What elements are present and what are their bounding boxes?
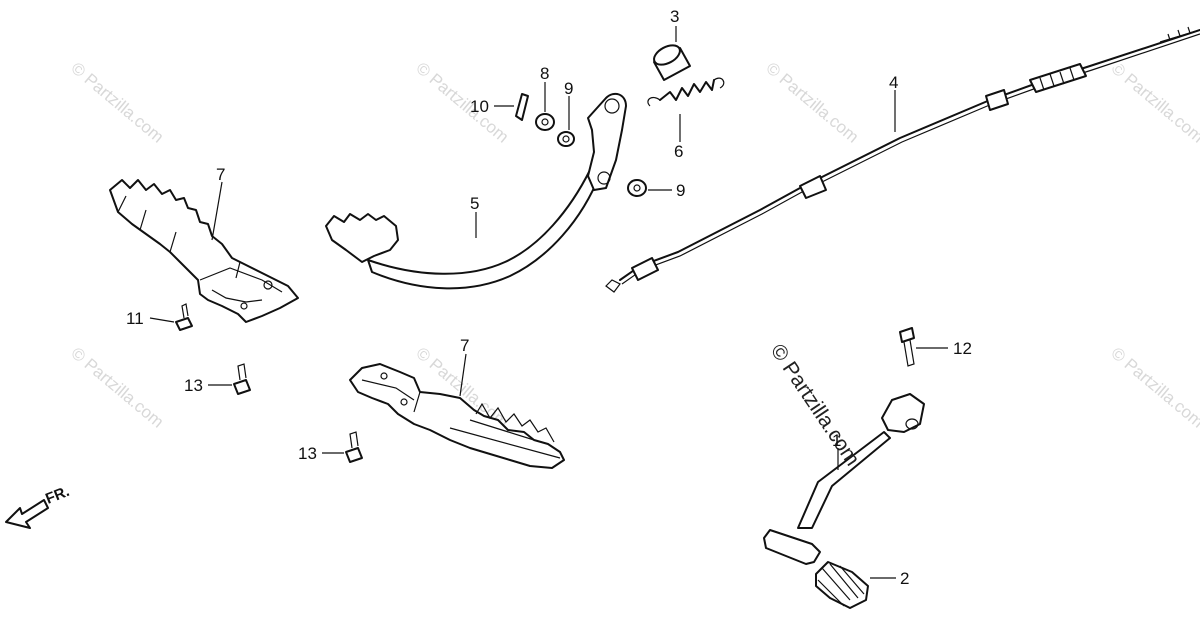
leader-lines [149, 26, 948, 579]
callout-1: 1 [832, 431, 841, 450]
brake-cable [605, 26, 1200, 293]
watermark-layer: © Partzilla.com © Partzilla.com © Partzi… [67, 59, 1200, 432]
callout-11: 11 [126, 309, 144, 328]
watermark-text: © Partzilla.com [67, 344, 167, 432]
washer [535, 113, 555, 131]
watermark-text: © Partzilla.com [67, 59, 167, 147]
callout-3: 3 [670, 7, 679, 26]
nut [557, 131, 575, 147]
callout-8: 8 [540, 64, 549, 83]
front-direction-label: FR. [43, 483, 72, 508]
front-direction-arrow: FR. [5, 483, 72, 529]
footpeg-right [349, 363, 565, 469]
callout-7: 7 [216, 165, 225, 184]
callout-13: 13 [298, 444, 317, 463]
watermark-main: © Partzilla.com [766, 340, 864, 470]
bolt-13-lower [345, 431, 363, 463]
watermark-text: © Partzilla.com [1107, 59, 1200, 147]
callout-13: 13 [184, 376, 203, 395]
watermark-text: © Partzilla.com [412, 59, 512, 147]
return-spring [647, 77, 725, 107]
callout-4: 4 [889, 73, 898, 92]
bolt-12 [899, 327, 915, 367]
gearshift-pedal [763, 393, 925, 565]
pedal-rubber [815, 561, 869, 609]
nut [627, 179, 647, 197]
callout-12: 12 [953, 339, 972, 358]
watermark-text: © Partzilla.com [762, 59, 862, 147]
brake-pedal [325, 92, 627, 290]
bolt-13-upper [233, 363, 251, 395]
callout-6: 6 [674, 142, 683, 161]
callout-9: 9 [564, 79, 573, 98]
watermark-text: © Partzilla.com [1107, 344, 1200, 432]
cotter-pin [515, 93, 529, 121]
callout-2: 2 [900, 569, 909, 588]
callout-10: 10 [470, 97, 489, 116]
callout-labels: 1 2 3 4 5 6 7 7 8 9 9 10 11 12 13 13 [126, 7, 972, 588]
callout-7: 7 [460, 336, 469, 355]
bolt-11 [175, 303, 193, 331]
callout-5: 5 [470, 194, 479, 213]
callout-9: 9 [676, 181, 685, 200]
collar [653, 44, 691, 81]
footpeg-left [109, 179, 299, 323]
